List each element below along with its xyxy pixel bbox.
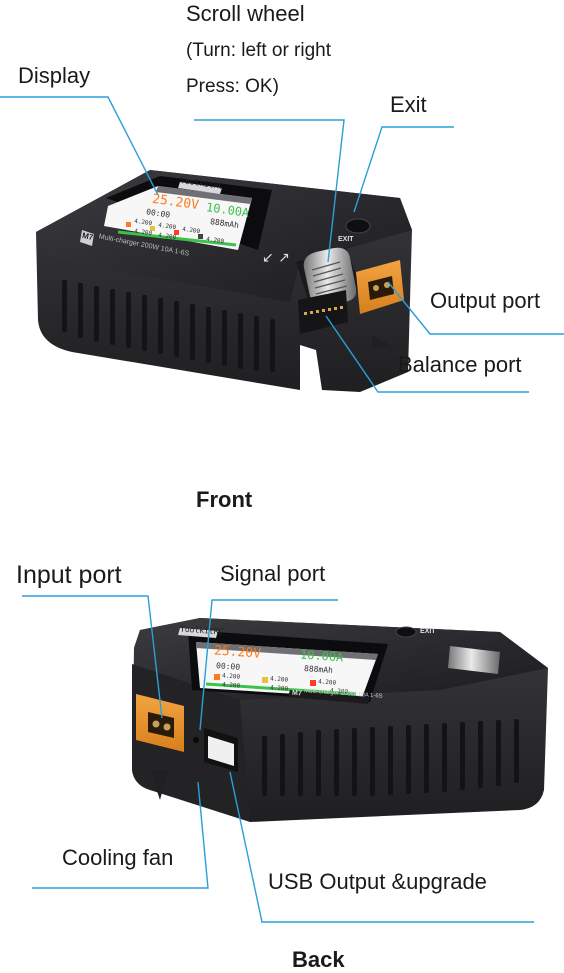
leader-output-port [387,281,564,335]
front-foot [372,335,392,348]
front-cooling-slots [62,280,275,372]
back-cell-voltage-4: 4.200 [221,681,241,690]
label-cooling-fan: Cooling fan [62,845,174,870]
back-screen-time: 00:00 [215,661,241,672]
back-exit-key-text: EXIT [420,628,436,635]
back-exit-button [395,626,417,638]
label-input-port: Input port [16,561,122,589]
caption-back: Back [292,947,345,972]
back-screen [188,630,388,702]
label-exit: Exit [390,92,427,117]
front-arrow-marks: ↙ ↗ [262,250,290,266]
back-model-badge: M7 [291,689,302,698]
back-device [132,618,548,822]
front-exit-key-text: EXIT [338,236,354,243]
front-balance-port [298,290,348,334]
label-balance-port: Balance port [398,352,522,377]
back-foot [150,770,168,800]
front-device: ↙ ↗ [36,170,412,392]
back-input-port [136,694,184,752]
back-scroll-wheel [448,646,500,674]
front-screen [104,176,272,250]
leader-exit [353,126,454,213]
caption-front: Front [196,487,253,512]
label-signal-port: Signal port [220,561,326,586]
front-brand-plate [178,182,222,194]
leader-cooling-fan [32,781,209,889]
back-cell-voltage-1: 4.200 [221,672,241,681]
back-signal-port [193,737,199,743]
back-cell-voltage-3: 4.200 [317,678,337,687]
back-cooling-slots [262,719,519,796]
leader-input-port [22,595,163,719]
back-cell-voltage-5: 4.200 [269,684,289,693]
back-usb-port [204,728,238,772]
label-output-port: Output port [430,288,541,313]
back-screen-current: 10.00A [299,647,344,665]
back-cell-voltage-2: 4.200 [269,675,289,684]
leader-usb-output [229,771,534,923]
label-scroll-wheel: Scroll wheel [186,1,305,26]
leader-signal-port [199,599,338,731]
front-output-port [356,260,404,314]
leader-display [0,96,159,196]
leader-scroll-wheel [194,119,345,263]
label-scroll-turn: (Turn: left or right [186,40,332,61]
label-display: Display [18,63,91,88]
label-scroll-press: Press: OK) [186,76,279,97]
back-screen-voltage: 25.20V [213,643,262,662]
leader-lines [0,96,564,923]
front-model-strip [80,230,94,246]
leader-balance-port [325,315,529,393]
back-brand-plate [178,628,218,638]
label-usb-output: USB Output &upgrade [268,869,487,894]
back-model-strip [288,690,370,704]
front-exit-button [345,218,371,234]
